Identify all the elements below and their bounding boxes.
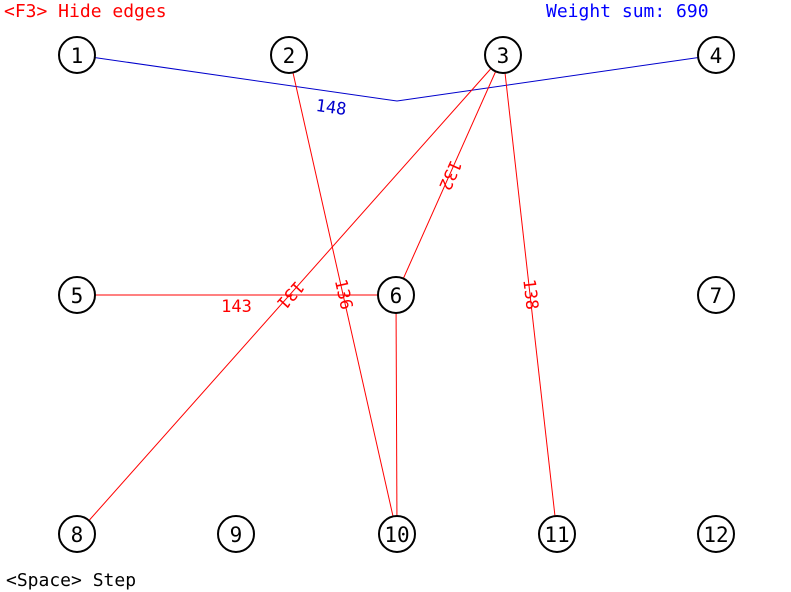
edge-1-4 bbox=[76, 54, 717, 102]
weight-sum-readout: Weight sum: 690 bbox=[546, 1, 709, 22]
edge-weight-3-11: 138 bbox=[518, 278, 541, 311]
step-hint: <Space> Step bbox=[6, 570, 137, 591]
node-12-circle bbox=[697, 515, 735, 553]
hide-edges-hint: <F3> Hide edges bbox=[4, 1, 167, 22]
node-4-label: 4 bbox=[710, 44, 723, 68]
node-10-circle bbox=[378, 515, 416, 553]
node-8[interactable]: 8 bbox=[58, 515, 96, 553]
node-5-circle bbox=[58, 276, 96, 314]
node-9-circle bbox=[217, 515, 255, 553]
node-1[interactable]: 1 bbox=[58, 36, 96, 74]
node-1-circle bbox=[58, 36, 96, 74]
node-10[interactable]: 10 bbox=[378, 515, 416, 553]
node-9-label: 9 bbox=[230, 523, 243, 547]
edge-weight-5-6: 143 bbox=[221, 297, 252, 317]
edge-2-10 bbox=[288, 54, 398, 535]
node-1-label: 1 bbox=[71, 44, 84, 68]
edge-3-8 bbox=[76, 54, 504, 535]
node-5-label: 5 bbox=[71, 284, 84, 308]
node-3[interactable]: 3 bbox=[484, 36, 522, 74]
node-10-label: 10 bbox=[384, 523, 409, 547]
node-3-label: 3 bbox=[497, 44, 510, 68]
edge-3-6 bbox=[395, 54, 504, 296]
node-2-circle bbox=[270, 36, 308, 74]
edge-weight-3-6: 132 bbox=[434, 157, 465, 193]
node-5[interactable]: 5 bbox=[58, 276, 96, 314]
node-4[interactable]: 4 bbox=[697, 36, 735, 74]
node-3-circle bbox=[484, 36, 522, 74]
node-4-circle bbox=[697, 36, 735, 74]
node-7[interactable]: 7 bbox=[697, 276, 735, 314]
node-2-label: 2 bbox=[283, 44, 296, 68]
node-6-circle bbox=[377, 276, 415, 314]
edge-weight-2-10: 136 bbox=[330, 277, 356, 311]
edge-weight-1-4: 148 bbox=[314, 96, 347, 120]
node-2[interactable]: 2 bbox=[270, 36, 308, 74]
edges-layer bbox=[76, 54, 717, 535]
edge-weight-3-8: 131 bbox=[272, 276, 307, 312]
node-8-circle bbox=[58, 515, 96, 553]
node-8-label: 8 bbox=[71, 523, 84, 547]
node-12[interactable]: 12 bbox=[697, 515, 735, 553]
node-11-circle bbox=[538, 515, 576, 553]
node-11-label: 11 bbox=[544, 523, 569, 547]
node-11[interactable]: 11 bbox=[538, 515, 576, 553]
node-7-circle bbox=[697, 276, 735, 314]
node-7-label: 7 bbox=[710, 284, 723, 308]
edge-6-10 bbox=[395, 294, 398, 535]
node-6-label: 6 bbox=[390, 284, 403, 308]
node-9[interactable]: 9 bbox=[217, 515, 255, 553]
node-12-label: 12 bbox=[703, 523, 728, 547]
node-6[interactable]: 6 bbox=[377, 276, 415, 314]
edge-3-11 bbox=[502, 54, 558, 535]
